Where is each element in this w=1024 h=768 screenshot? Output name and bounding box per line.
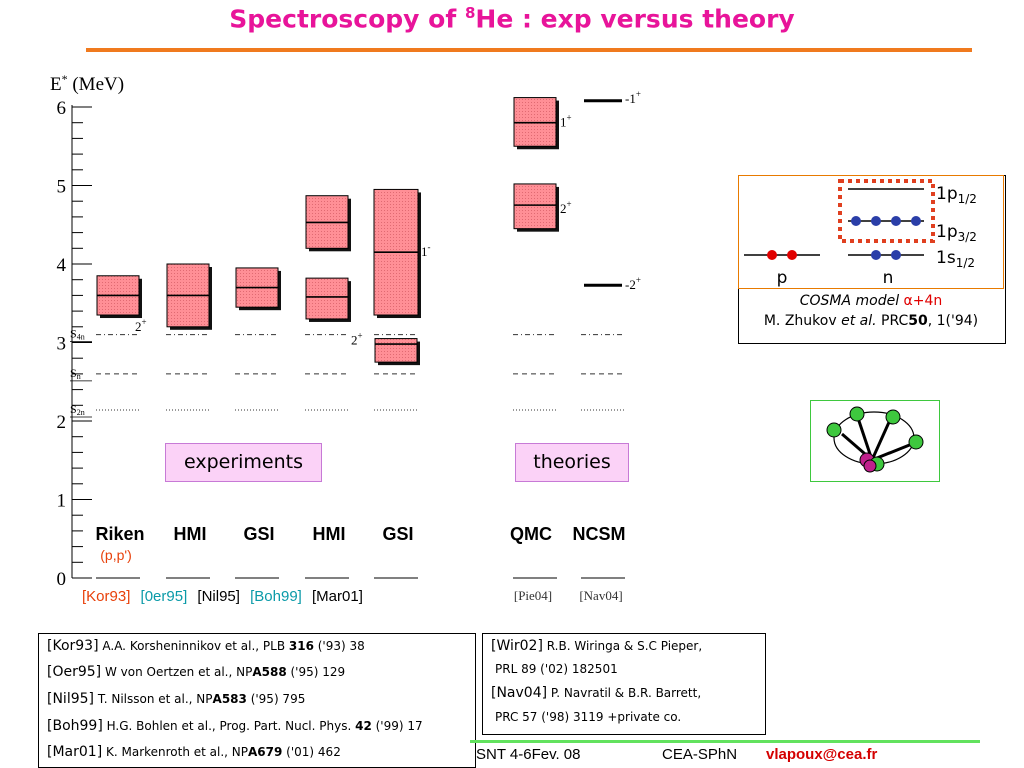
references-left-box: [Kor93] A.A. Korsheninnikov et al., PLB … (38, 633, 476, 768)
reference-line: PRC 57 ('98) 3119 +private co. (495, 710, 682, 724)
y-axis: E* (MeV) 0 1 2 3 4 5 6 (50, 72, 124, 590)
threshold-label: S4n (70, 327, 85, 342)
title-underline (86, 48, 972, 52)
reference-line: [Mar01] K. Markenroth et al., NPA679 ('0… (47, 744, 341, 760)
level-box (374, 338, 418, 363)
reference-line: [Nav04] P. Navratil & B.R. Barrett, (491, 685, 702, 701)
neutron-label: n (883, 268, 894, 288)
cosma-caption: COSMA model α+4n M. Zhukov et al. PRC50,… (763, 293, 979, 329)
column-name: GSI (243, 524, 274, 544)
tick-label: 2 (57, 412, 67, 433)
exp-ref: [0er95] (140, 588, 188, 605)
spin-label: -1+ (625, 89, 641, 106)
page-title: Spectroscopy of 8He : exp versus theory (229, 4, 795, 34)
levels: 2+ Riken (p,p') HMI GSI HMI 2+ 1- GSI 2+ 1+ QMC -2+ -… (95, 89, 640, 603)
orbit-label: 1s1/2 (936, 248, 975, 270)
spin-label: 1- (421, 242, 431, 259)
spin-label: 1+ (560, 113, 572, 130)
column-name: NCSM (573, 524, 626, 544)
cluster-illustration (810, 400, 940, 482)
footer-rule (470, 740, 980, 743)
column-name: Riken (95, 524, 144, 544)
column-name: QMC (510, 524, 552, 544)
level-box (513, 183, 557, 230)
column-subtitle: (p,p') (100, 547, 131, 563)
column-name: GSI (382, 524, 413, 544)
neutron-ball (885, 409, 901, 425)
neutron-dot (871, 216, 881, 226)
tick-label: 6 (57, 98, 67, 119)
spin-label: 2+ (351, 330, 363, 347)
neutron-dot (891, 250, 901, 260)
exp-ref: [Boh99] (250, 588, 302, 605)
tick-label: 3 (57, 334, 67, 355)
cosma-shell-diagram: 1p1/2 1p3/2 1s1/2 p n (744, 179, 977, 288)
column-name: HMI (174, 524, 207, 544)
reference-line: [Nil95] T. Nilsson et al., NPA583 ('95) … (47, 691, 306, 707)
spin-label: 2+ (135, 317, 147, 334)
threshold-label: Sn (70, 366, 81, 381)
cosma-box (738, 175, 1006, 344)
footer-org: CEA-SPhN (662, 746, 738, 763)
exp-ref: [Mar01] (312, 588, 363, 605)
experiment-refs: [Kor93] [0er95] [Nil95] [Boh99] [Mar01] (82, 588, 369, 605)
proton-dot (787, 250, 797, 260)
cosma-shell-panel (738, 175, 1004, 289)
neutron-dot (851, 216, 861, 226)
orbit-label: 1p1/2 (936, 184, 977, 206)
y-axis-label: E* (MeV) (50, 72, 124, 95)
level-box (305, 277, 349, 320)
theories-label: theories (515, 443, 629, 482)
exp-ref: [Nil95] (197, 588, 240, 605)
reference-line: [Oer95] W von Oertzen et al., NPA588 ('9… (47, 664, 346, 680)
spin-label: 2+ (560, 199, 572, 216)
core-ball (863, 459, 877, 473)
reference-line: [Wir02] R.B. Wiringa & S.C Pieper, (491, 638, 703, 654)
tick-label: 4 (57, 255, 67, 276)
neutron-dot (871, 250, 881, 260)
footer-email[interactable]: vlapoux@cea.fr (766, 746, 878, 763)
proton-dot (767, 250, 777, 260)
references-right-box: [Wir02] R.B. Wiringa & S.C Pieper, PRL 8… (482, 633, 766, 735)
neutron-dot (911, 216, 921, 226)
neutron-ball (826, 422, 842, 438)
reference-line: [Kor93] A.A. Korsheninnikov et al., PLB … (47, 638, 365, 654)
proton-label: p (777, 268, 788, 288)
experiments-label: experiments (165, 443, 322, 482)
theory-ref: [Pie04] (514, 588, 552, 603)
reference-line: [Boh99] H.G. Bohlen et al., Prog. Part. … (47, 718, 423, 734)
tick-label: 5 (57, 177, 67, 198)
valence-highlight-box (838, 179, 935, 243)
exp-ref: [Kor93] (82, 588, 131, 605)
orbit-label: 1p3/2 (936, 222, 977, 244)
footer-conference: SNT 4-6Fev. 08 (476, 746, 581, 763)
column-name: HMI (313, 524, 346, 544)
reference-line: PRL 89 ('02) 182501 (495, 662, 618, 676)
theory-ref: [Nav04] (579, 588, 622, 603)
spin-label: -2+ (625, 275, 641, 292)
neutron-ball (908, 434, 924, 450)
neutron-dot (891, 216, 901, 226)
tick-label: 0 (57, 569, 67, 590)
neutron-ball (849, 406, 865, 422)
tick-label: 1 (57, 491, 67, 512)
threshold-label: S2n (70, 402, 85, 417)
